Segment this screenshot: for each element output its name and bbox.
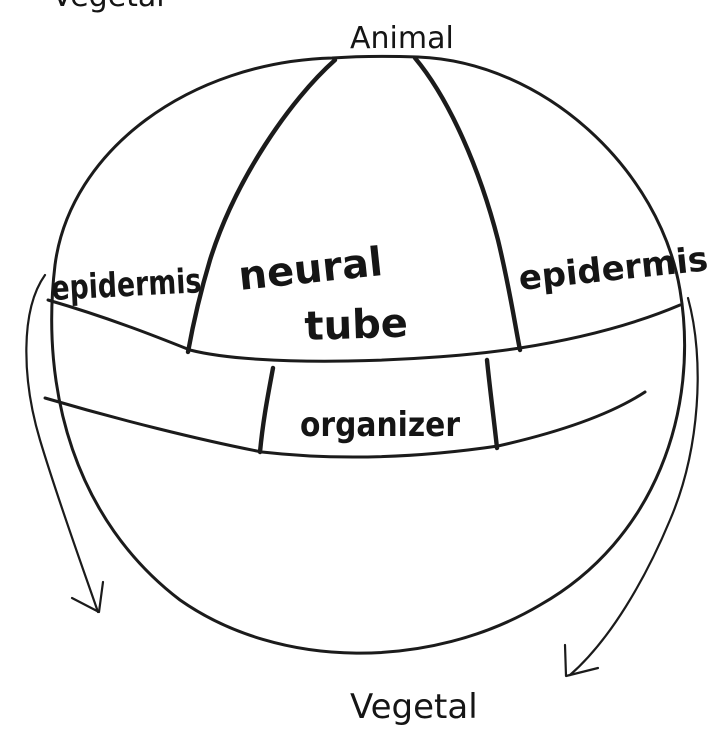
right-arrow-head (565, 645, 598, 676)
left-arrow-head (72, 582, 103, 612)
left-rotation-arrow (26, 275, 98, 612)
top-vegetal-label-partial: Vegetal (52, 0, 165, 14)
neural-tube-right-border (415, 58, 520, 350)
neural-tube-label-line1: neural (236, 239, 385, 300)
animal-pole-label: Animal (350, 21, 454, 56)
sphere-outline (52, 56, 685, 653)
neural-tube-label-line2: tube (304, 300, 409, 350)
organizer-left-border (260, 368, 273, 452)
epidermis-left-label: epidermis (50, 261, 202, 309)
vegetal-pole-label: Vegetal (350, 687, 478, 727)
organizer-right-border (487, 360, 497, 448)
right-rotation-arrow (570, 298, 698, 675)
organizer-label: organizer (300, 405, 460, 445)
